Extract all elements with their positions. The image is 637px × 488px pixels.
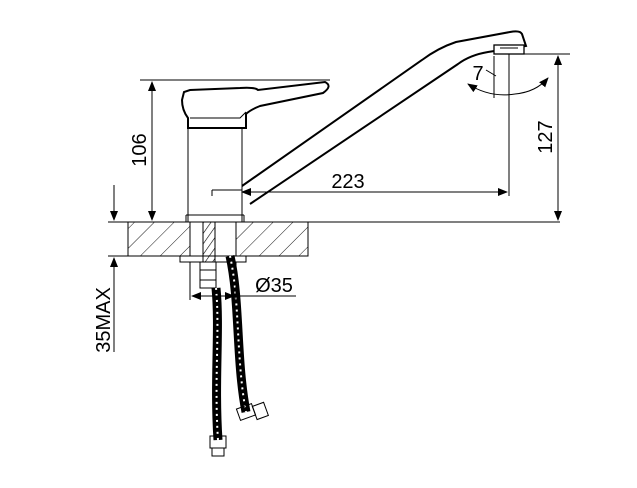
supply-hose-left <box>209 287 227 457</box>
countertop <box>108 221 560 257</box>
threaded-rod <box>179 221 247 289</box>
diameter-dimension: Ø35 <box>189 262 296 300</box>
overall-height-dimension: 127 <box>508 53 570 221</box>
handle-height-label: 106 <box>129 133 151 166</box>
thickness-dimension: 35MAX <box>93 185 118 353</box>
faucet-body <box>185 127 245 223</box>
thickness-label: 35MAX <box>93 287 115 353</box>
swivel-angle-indicator: 7 <box>467 56 549 98</box>
supply-hose-right <box>225 255 270 422</box>
handle-height-dimension: 106 <box>129 79 330 221</box>
diameter-label: Ø35 <box>255 275 293 297</box>
reach-label: 223 <box>331 171 364 193</box>
angle-label: 7 <box>472 63 483 85</box>
overall-height-label: 127 <box>535 120 557 153</box>
handle-lever <box>180 80 330 129</box>
spout <box>241 30 528 205</box>
